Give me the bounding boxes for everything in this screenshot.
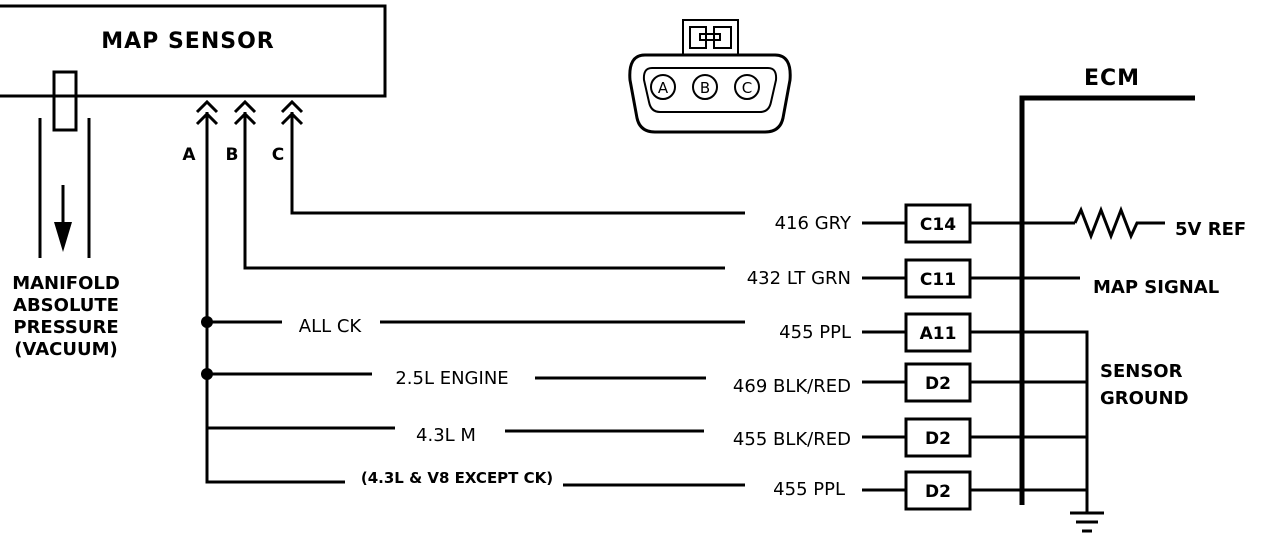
pressure-label-line-1: MANIFOLD <box>12 273 120 294</box>
splice-dot-allck <box>201 316 213 328</box>
wire-color-labels: 416 GRY 432 LT GRN 455 PPL 469 BLK/RED 4… <box>733 213 852 500</box>
pressure-label-line-4: (VACUUM) <box>14 339 117 360</box>
sensor-wiring: ALL CK 2.5L ENGINE 4.3L M (4.3L & V8 EXC… <box>201 112 745 487</box>
wire-label-455-ppl-d2: 455 PPL <box>773 479 845 500</box>
ecm-signal-label: MAP SIGNAL <box>1093 277 1219 298</box>
terminal-label-d2-c: D2 <box>925 482 951 502</box>
map-sensor-title: MAP SENSOR <box>101 29 274 54</box>
wire-label-469: 469 BLK/RED <box>733 376 851 397</box>
connector-outer-shell <box>628 53 792 134</box>
ecm-terminals: C14 C11 A11 D2 D2 D2 <box>904 203 972 511</box>
splice-dot-25l <box>201 368 213 380</box>
vacuum-arrow-icon <box>54 222 72 252</box>
sensor-pins: A B C <box>182 99 304 165</box>
ecm-ground-label-line-1: SENSOR <box>1100 361 1183 382</box>
terminal-label-c14: C14 <box>920 215 956 235</box>
terminal-label-d2-a: D2 <box>925 374 951 394</box>
connector-pin-a-label: A <box>658 79 669 97</box>
ecm-ground-bus <box>970 330 1089 500</box>
wire-a-trunk-lower <box>205 428 345 484</box>
vacuum-port <box>52 70 78 132</box>
terminal-label-d2-b: D2 <box>925 429 951 449</box>
wire-b-run <box>243 112 725 270</box>
pin-c-label: C <box>272 145 284 165</box>
pressure-label-line-2: ABSOLUTE <box>13 295 119 316</box>
pin-a-label: A <box>182 145 196 165</box>
ecm: ECM 5V REF MAP SIGNAL SENSOR GROUND <box>970 66 1246 533</box>
ecm-ref-label: 5V REF <box>1175 219 1246 240</box>
connector-pin-b-label: B <box>700 79 710 97</box>
connector-pin-c-label: C <box>742 79 752 97</box>
map-sensor-box <box>0 4 387 98</box>
terminal-leads <box>862 221 905 492</box>
variant-label-43lv8: (4.3L & V8 EXCEPT CK) <box>361 469 553 487</box>
variant-label-allck: ALL CK <box>299 316 363 337</box>
terminal-label-c11: C11 <box>920 270 956 290</box>
connector-face: A B C <box>628 19 792 134</box>
connector-inner-shell <box>642 67 778 113</box>
ecm-boundary <box>1019 95 1195 505</box>
map-sensor: MAP SENSOR MANIFOLD ABSOLUTE PRESSURE (V… <box>0 4 387 360</box>
ground-symbol-icon <box>1070 500 1104 533</box>
variant-label-25l: 2.5L ENGINE <box>395 368 508 389</box>
ecm-ground-label-line-2: GROUND <box>1100 388 1189 409</box>
ecm-title: ECM <box>1084 66 1140 91</box>
variant-label-43lm: 4.3L M <box>416 425 476 446</box>
wire-label-416: 416 GRY <box>775 213 852 234</box>
wire-label-432: 432 LT GRN <box>747 268 851 289</box>
connector-latch <box>682 19 739 56</box>
pin-b-label: B <box>226 145 239 165</box>
terminal-label-a11: A11 <box>920 324 957 344</box>
wire-label-455-blkred: 455 BLK/RED <box>733 429 851 450</box>
resistor-icon <box>1073 205 1165 241</box>
wire-label-455-ppl-a11: 455 PPL <box>779 322 851 343</box>
wire-c-run <box>290 112 745 215</box>
connector-pin-a <box>650 74 676 100</box>
pressure-label-line-3: PRESSURE <box>13 317 118 338</box>
connector-pin-b <box>692 74 718 100</box>
connector-pin-c <box>734 74 760 100</box>
